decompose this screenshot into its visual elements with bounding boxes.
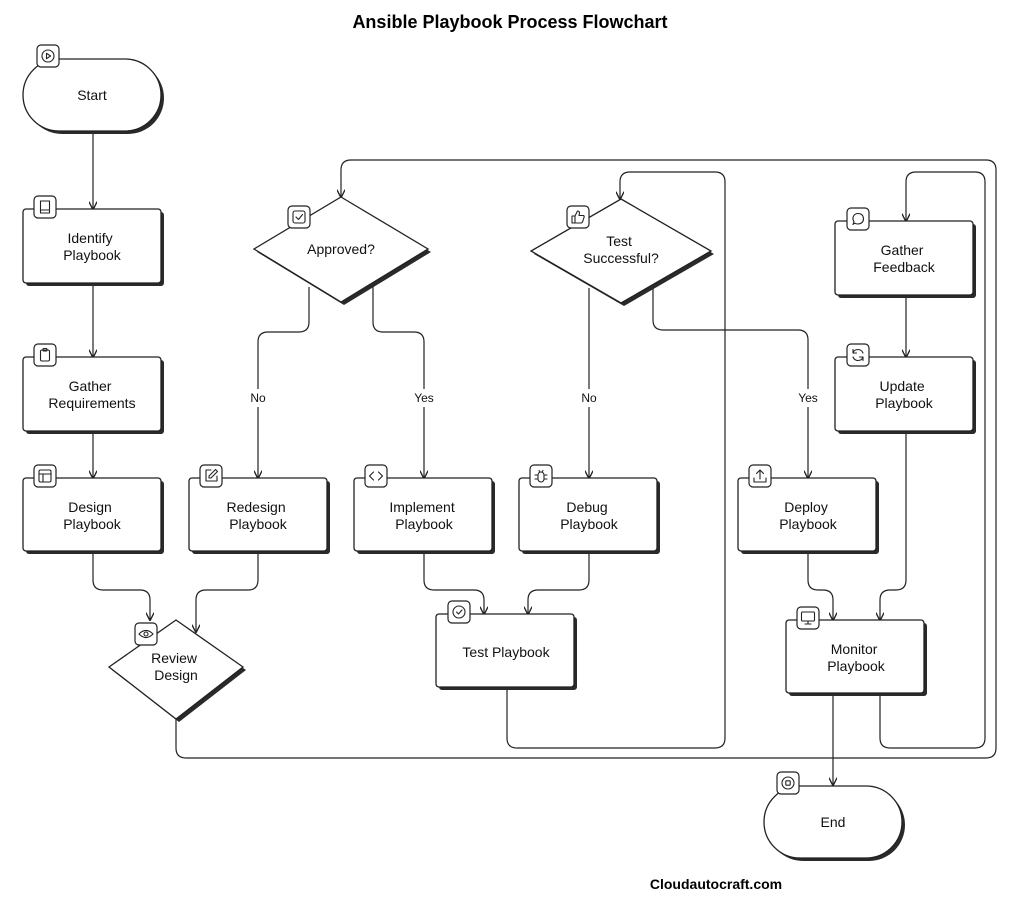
code-icon (364, 464, 388, 488)
edge-label-approved-no: No (250, 391, 266, 405)
book-icon (33, 195, 57, 219)
edge-debug-test (528, 553, 590, 614)
node-implement-label: Implement Playbook (389, 499, 458, 532)
node-design-playbook: Design Playbook (22, 464, 164, 554)
node-gather-req-label: Gather Requirements (48, 378, 135, 411)
refresh-icon (846, 343, 870, 367)
clipboard-icon (33, 343, 57, 367)
node-approved-label: Approved? (307, 241, 375, 257)
checkbox-icon (287, 205, 311, 229)
edge-test-testok (506, 171, 726, 749)
node-end-label: End (821, 814, 846, 830)
edges (92, 133, 997, 785)
node-design-label: Design Playbook (63, 499, 122, 532)
node-monitor-label: Monitor Playbook (827, 641, 886, 674)
check-circle-icon (447, 600, 471, 624)
thumbs-up-icon (566, 205, 590, 229)
edge-approved-yes (372, 287, 424, 478)
node-review-design: Review Design (107, 619, 246, 722)
edge-monitor-feedback (879, 171, 986, 749)
node-update-playbook: Update Playbook (834, 343, 976, 434)
node-test-playbook: Test Playbook (435, 600, 577, 690)
node-debug-label: Debug Playbook (560, 499, 619, 532)
edge-label-test-yes: Yes (798, 391, 818, 405)
site-credit: Cloudautocraft.com (650, 876, 782, 892)
node-deploy-label: Deploy Playbook (779, 499, 838, 532)
node-test-label: Test Playbook (462, 644, 550, 660)
monitor-icon (796, 606, 820, 630)
play-icon (36, 44, 60, 68)
node-identify-playbook: Identify Playbook (22, 195, 164, 286)
edge-approved-no (258, 287, 310, 478)
node-start-label: Start (77, 87, 107, 103)
node-redesign-playbook: Redesign Playbook (188, 464, 330, 554)
edit-icon (199, 464, 223, 488)
edge-design-review (92, 553, 150, 620)
edge-review-approved (175, 159, 997, 759)
node-monitor-playbook: Monitor Playbook (785, 606, 927, 696)
node-redesign-label: Redesign Playbook (226, 499, 289, 532)
edge-label-approved-yes: Yes (414, 391, 434, 405)
stop-icon (776, 771, 800, 795)
upload-icon (748, 464, 772, 488)
edge-label-test-no: No (581, 391, 597, 405)
node-start: Start (22, 44, 164, 134)
node-identify-label: Identify Playbook (63, 230, 122, 263)
edge-implement-test (423, 553, 484, 614)
message-icon (846, 207, 870, 231)
edge-deploy-monitor (807, 553, 833, 620)
node-feedback-label: Gather Feedback (873, 242, 935, 275)
node-end: End (763, 771, 905, 861)
bug-icon (529, 464, 553, 488)
eye-icon (134, 622, 158, 646)
layout-icon (33, 464, 57, 488)
node-gather-requirements: Gather Requirements (22, 343, 164, 434)
node-debug-playbook: Debug Playbook (518, 464, 660, 554)
edge-testok-yes (652, 288, 808, 478)
node-test-ok-label: Test Successful? (583, 233, 659, 266)
node-update-label: Update Playbook (875, 378, 934, 411)
node-gather-feedback: Gather Feedback (834, 207, 976, 298)
node-review-label: Review Design (151, 650, 201, 683)
edge-redesign-review (196, 553, 259, 632)
node-approved: Approved? (252, 196, 431, 305)
node-test-successful: Test Successful? (529, 198, 714, 306)
edge-update-monitor (880, 433, 907, 620)
edge-labels: No Yes No Yes (244, 389, 825, 407)
node-deploy-playbook: Deploy Playbook (737, 464, 879, 554)
node-implement-playbook: Implement Playbook (353, 464, 495, 554)
diagram-title: Ansible Playbook Process Flowchart (352, 12, 667, 32)
